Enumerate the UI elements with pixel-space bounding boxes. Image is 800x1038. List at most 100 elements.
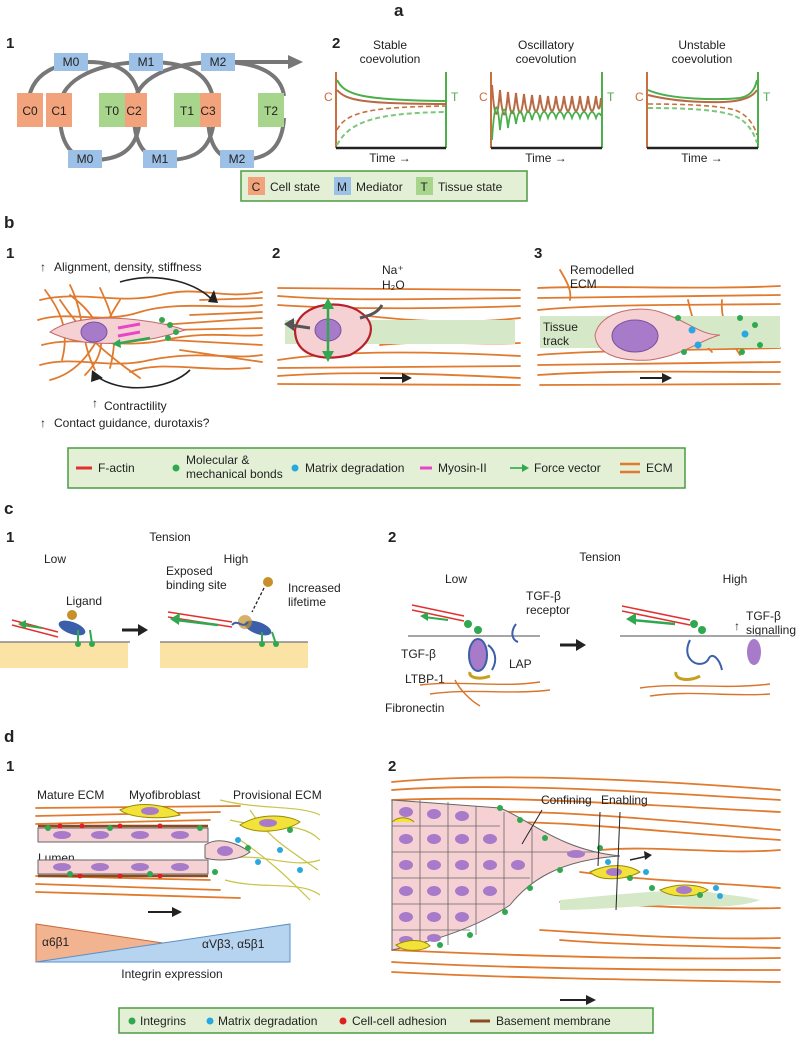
mediator-top-m2: M2 — [210, 55, 227, 69]
a1-label: 1 — [6, 35, 14, 52]
panel-label-c: c — [4, 499, 13, 518]
b2-na-label: Na⁺ — [382, 263, 404, 277]
b1-nucleus — [80, 321, 108, 343]
b1-feedback-arc-top — [119, 276, 213, 301]
legend-b: F-actin Molecular & mechanical bonds Mat… — [67, 447, 686, 489]
legend-a: C Cell state M Mediator T Tissue state — [240, 170, 528, 202]
panel-label-b: b — [4, 213, 14, 232]
d1-alpha6beta1: α6β1 — [42, 935, 70, 949]
d1-vessel — [35, 799, 321, 917]
plot-stable: Stable coevolution C T Time → — [324, 38, 459, 165]
c2-lap: LAP — [509, 657, 532, 671]
c2-low: Low — [445, 572, 467, 586]
d2-label: 2 — [388, 758, 396, 775]
b3-panel — [537, 269, 781, 386]
plot-stable-t: T — [451, 90, 459, 104]
b3-remodelled-1: Remodelled — [570, 263, 634, 277]
tissue-t0: T0 — [105, 104, 119, 118]
b3-tissue-2: track — [543, 334, 570, 348]
b2-panel — [277, 287, 521, 386]
legend-d-basement: Basement membrane — [496, 1014, 611, 1028]
cell-state-boxes: C0 C1 C2 C3 — [17, 93, 221, 127]
legend-d-integrins: Integrins — [140, 1014, 186, 1028]
plot-osc-xlabel: Time → — [525, 151, 567, 165]
b1-up-arrow-1: ↑ — [40, 260, 46, 274]
b1-contractility: Contractility — [104, 399, 167, 413]
d2-confining: Confining — [541, 793, 592, 807]
c2-signalling-1: TGF-β — [746, 609, 781, 623]
legend-b-ecm: ECM — [646, 461, 673, 475]
legend-a-c-key: C — [252, 180, 261, 194]
legend-b-bonds-1: Molecular & — [186, 453, 249, 467]
panel-label-a: a — [394, 1, 404, 20]
mediator-bottom-m0: M0 — [77, 152, 94, 166]
b1-myosin — [117, 322, 141, 330]
c1-low: Low — [44, 552, 66, 566]
legend-a-cell-state: Cell state — [270, 180, 320, 194]
plot-stable-title-1: Stable — [373, 38, 407, 52]
plot-stable-c: C — [324, 90, 333, 104]
legend-b-myosin: Myosin-II — [438, 461, 487, 475]
c1-increased-2: lifetime — [288, 595, 326, 609]
b1-label: 1 — [6, 245, 14, 262]
mediator-bottom-m1: M1 — [152, 152, 169, 166]
c2-tgf-receptor-2: receptor — [526, 603, 570, 617]
d2-enabling: Enabling — [601, 793, 648, 807]
c1-high: High — [224, 552, 249, 566]
plot-osc-title-2: coevolution — [516, 52, 577, 66]
b3-tissue-1: Tissue — [543, 320, 578, 334]
panel-label-d: d — [4, 727, 14, 746]
legend-a-t-key: T — [420, 180, 428, 194]
cell-c1: C1 — [51, 104, 67, 118]
mediator-boxes: M0 M1 M2 M0 M1 M2 — [54, 53, 254, 168]
legend-b-matrix-deg: Matrix degradation — [305, 461, 404, 475]
plot-unstable-c: C — [635, 90, 644, 104]
cell-c0: C0 — [22, 104, 38, 118]
d1-label: 1 — [6, 758, 14, 775]
d1-provisional-ecm: Provisional ECM — [233, 788, 322, 802]
legend-d: Integrins Matrix degradation Cell-cell a… — [118, 1007, 654, 1034]
mediator-bottom-m2: M2 — [229, 152, 246, 166]
mediator-top-m1: M1 — [138, 55, 155, 69]
b2-label: 2 — [272, 245, 280, 262]
b3-label: 3 — [534, 245, 542, 262]
c2-fibronectin: Fibronectin — [385, 701, 444, 715]
legend-d-matrix-deg: Matrix degradation — [218, 1014, 317, 1028]
plot-unstable-t: T — [763, 90, 771, 104]
plot-osc-c: C — [479, 90, 488, 104]
legend-b-factin: F-actin — [98, 461, 135, 475]
b2-h2o-label: H₂O — [382, 278, 405, 292]
c2-high-state — [620, 605, 780, 697]
plot-unstable: Unstable coevolution C T Time → — [635, 38, 771, 165]
legend-b-force: Force vector — [534, 461, 601, 475]
b1-up-arrow-2: ↑ — [92, 396, 98, 410]
b1-up-arrow-3: ↑ — [40, 416, 46, 430]
c2-tgf: TGF-β — [401, 647, 436, 661]
tissue-t2: T2 — [264, 104, 278, 118]
d1-integrin-expression: Integrin expression — [121, 967, 222, 981]
c2-signalling-2: signalling — [746, 623, 796, 637]
tissue-state-boxes: T0 T1 T2 — [99, 93, 284, 127]
c2-up-arrow: ↑ — [734, 619, 740, 633]
c1-ligand: Ligand — [66, 594, 102, 608]
c2-tension: Tension — [579, 550, 620, 564]
c2-high: High — [723, 572, 748, 586]
c1-tension: Tension — [149, 530, 190, 544]
legend-a-tissue-state: Tissue state — [438, 180, 503, 194]
tissue-t1: T1 — [180, 104, 194, 118]
c1-low-state — [0, 610, 130, 668]
c2-tgf-receptor-1: TGF-β — [526, 589, 561, 603]
legend-a-mediator: Mediator — [356, 180, 403, 194]
plot-unstable-title-1: Unstable — [678, 38, 726, 52]
legend-d-cell-adhesion: Cell-cell adhesion — [352, 1014, 447, 1028]
d1-myofibroblast: Myofibroblast — [129, 788, 201, 802]
d1-alphavbeta3: αVβ3, α5β1 — [202, 937, 265, 951]
plot-stable-xlabel: Time → — [369, 151, 411, 165]
b1-force-arrow — [114, 336, 151, 346]
d1-mature-ecm: Mature ECM — [37, 788, 104, 802]
c1-exposed-1: Exposed — [166, 564, 213, 578]
legend-b-bonds-2: mechanical bonds — [186, 467, 283, 481]
legend-a-m-key: M — [337, 180, 347, 194]
c1-high-state — [160, 577, 308, 668]
